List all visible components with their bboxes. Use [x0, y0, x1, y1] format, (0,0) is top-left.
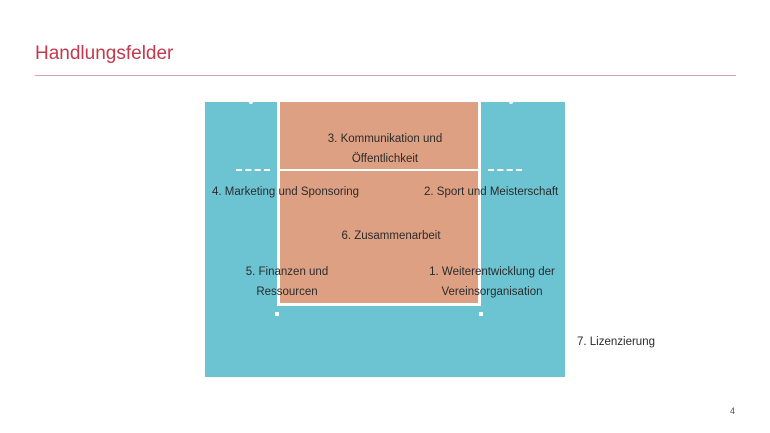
front-zone [277, 102, 481, 306]
field-2: 2. Sport und Meisterschaft [424, 186, 559, 198]
field-7: 7. Lizenzierung [577, 336, 655, 348]
field-5-line1: 5. Finanzen und [245, 266, 329, 278]
court-marker [479, 312, 483, 316]
net-line [277, 169, 481, 171]
field-5-line2: Ressourcen [256, 286, 318, 298]
field-1-line2: Vereinsorganisation [441, 286, 543, 298]
attack-line-left [236, 169, 270, 171]
court-marker [275, 312, 279, 316]
field-1-line1: 1. Weiterentwicklung der [429, 266, 555, 278]
court-marker [509, 100, 513, 104]
title-divider [35, 75, 736, 76]
page-number: 4 [730, 406, 736, 416]
field-3-line1: 3. Kommunikation und [327, 133, 443, 145]
field-3: 3. Kommunikation und Öffentlichkeit [300, 129, 470, 169]
field-5: 5. Finanzen und Ressourcen [207, 262, 367, 302]
field-3-line2: Öffentlichkeit [351, 153, 419, 165]
field-6: 6. Zusammenarbeit [341, 230, 441, 242]
field-1: 1. Weiterentwicklung der Vereinsorganisa… [412, 262, 572, 302]
attack-line-right [488, 169, 522, 171]
slide-title: Handlungsfelder [35, 43, 174, 64]
field-4: 4. Marketing und Sponsoring [212, 186, 360, 198]
court-marker [249, 100, 253, 104]
